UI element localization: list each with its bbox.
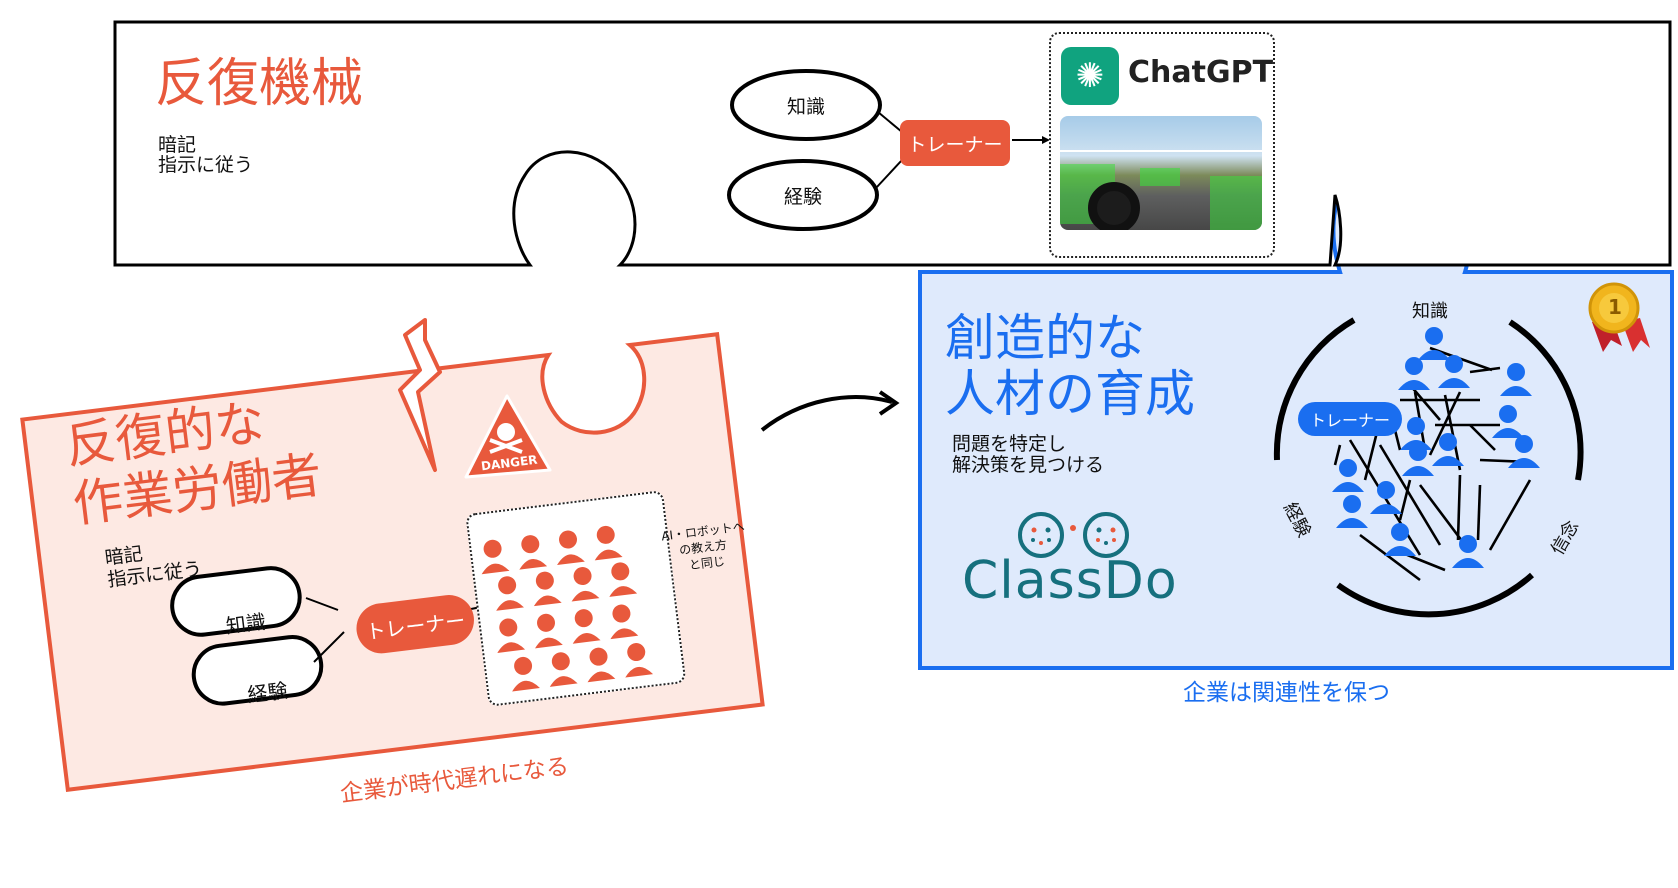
right-panel-subtitle-line2: 解決策を見つける bbox=[952, 454, 1105, 476]
top-experience-label: 経験 bbox=[783, 185, 822, 208]
top-trainer-box: トレーナー bbox=[900, 120, 1010, 166]
top-experience-oval bbox=[727, 159, 879, 231]
left-experience-label: 経験 bbox=[246, 677, 289, 707]
medal-icon bbox=[1588, 282, 1650, 352]
worker-icon bbox=[571, 567, 600, 602]
diagram-stage: 反復機械 暗記 指示に従う 知識 経験 トレーナー ✺ ChatGPT 反復的な… bbox=[20, 20, 1674, 808]
person-icon bbox=[1398, 357, 1430, 390]
worker-icon bbox=[587, 647, 616, 683]
right-panel-title-line1: 創造的な bbox=[945, 309, 1145, 367]
network-knowledge-label: 知識 bbox=[1412, 301, 1448, 322]
left-trainer-box: トレーナー bbox=[353, 592, 477, 657]
puzzle-diagram-svg bbox=[20, 20, 1674, 793]
left-note-line3: と同じ bbox=[688, 554, 726, 573]
network-arc-top-left bbox=[1273, 317, 1356, 461]
person-icon bbox=[1384, 523, 1416, 556]
steering-wheel-icon bbox=[1088, 182, 1140, 230]
top-panel-title: 反復機械 bbox=[155, 54, 364, 114]
top-knowledge-oval bbox=[730, 69, 882, 141]
network-arc-bottom bbox=[1336, 572, 1534, 618]
top-panel-subtitle-line1: 暗記 bbox=[158, 134, 197, 156]
person-icon bbox=[1492, 405, 1524, 438]
left-panel-caption: 企業が時代遅れになる bbox=[338, 753, 571, 808]
left-experience-oval bbox=[191, 635, 324, 706]
person-icon bbox=[1508, 435, 1540, 468]
classdo-logo-text: ClassDo bbox=[962, 551, 1178, 611]
top-knowledge-label: 知識 bbox=[786, 95, 825, 118]
person-icon bbox=[1432, 433, 1464, 466]
worker-grid bbox=[468, 510, 667, 701]
classdo-logo-icon bbox=[1018, 510, 1158, 560]
crack-icon bbox=[398, 318, 442, 472]
transition-arrow bbox=[760, 395, 893, 432]
top-panel-subtitle-line2: 指示に従う bbox=[158, 154, 254, 176]
worker-icon bbox=[625, 643, 654, 678]
person-icon bbox=[1336, 495, 1368, 528]
person-icon bbox=[1370, 481, 1402, 514]
person-icon bbox=[1418, 327, 1450, 360]
worker-icon bbox=[610, 604, 639, 640]
worker-icon bbox=[481, 539, 510, 575]
right-panel-caption: 企業は関連性を保つ bbox=[1183, 680, 1390, 706]
network-trainer-box: トレーナー bbox=[1298, 402, 1402, 436]
top-puzzle-panel bbox=[113, 20, 1672, 267]
worker-icon bbox=[512, 656, 540, 692]
right-panel-subtitle-line1: 問題を特定し bbox=[952, 433, 1067, 455]
left-knowledge-label: 知識 bbox=[224, 608, 268, 638]
person-icon bbox=[1500, 363, 1532, 396]
left-knowledge-oval bbox=[170, 566, 302, 637]
person-icon bbox=[1332, 459, 1364, 492]
person-icon bbox=[1402, 443, 1434, 476]
person-icon bbox=[1452, 535, 1484, 568]
worker-icon bbox=[572, 609, 601, 644]
worker-icon bbox=[557, 530, 585, 566]
danger-sign-icon bbox=[464, 394, 552, 479]
worker-icon bbox=[533, 571, 562, 607]
worker-icon bbox=[594, 525, 623, 561]
worker-icon bbox=[519, 535, 548, 570]
chatgpt-brand-text: ChatGPT bbox=[1128, 55, 1274, 90]
worker-icon bbox=[497, 618, 526, 653]
worker-icon bbox=[535, 613, 563, 649]
chatgpt-logo-icon: ✺ bbox=[1061, 47, 1119, 105]
worker-icon bbox=[549, 652, 578, 687]
person-icon bbox=[1438, 355, 1470, 388]
worker-icon bbox=[609, 562, 638, 597]
people-network bbox=[1320, 322, 1560, 582]
network-arc-top-right bbox=[1508, 319, 1584, 481]
right-panel-title-line2: 人材の育成 bbox=[945, 365, 1195, 423]
medal-number: 1 bbox=[1608, 295, 1622, 319]
self-driving-image bbox=[1060, 116, 1262, 230]
worker-icon bbox=[496, 576, 524, 611]
